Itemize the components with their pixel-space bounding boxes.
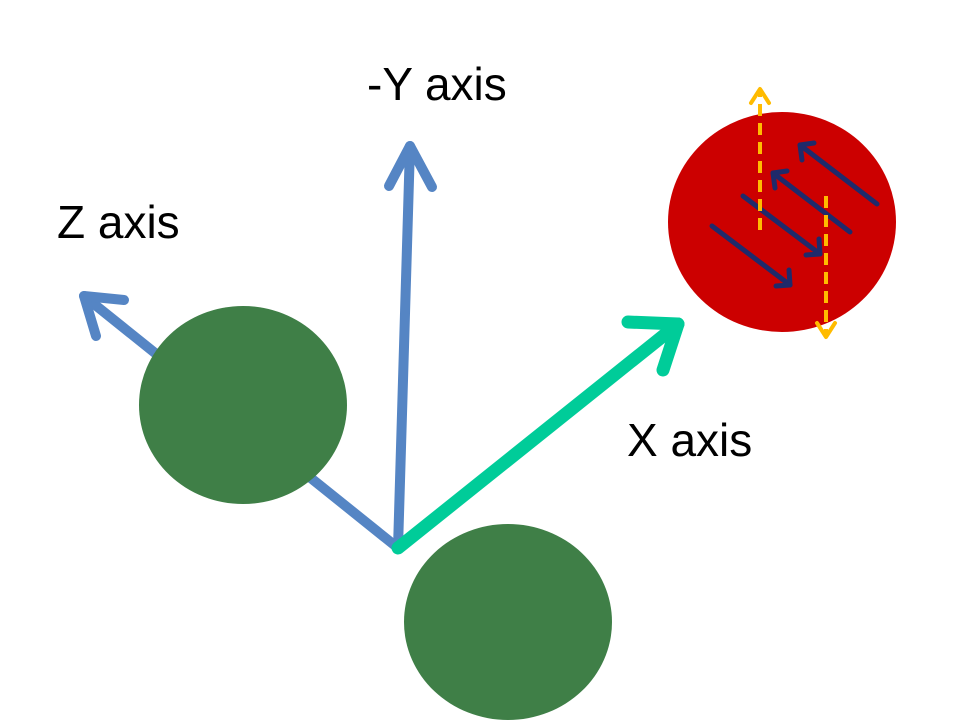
- neg-y-axis-arrow: [384, 141, 437, 553]
- dark-arrow-4: [797, 140, 880, 207]
- dashed-arrow-up: [749, 87, 771, 230]
- x-axis-label: X axis: [627, 414, 752, 466]
- dark-arrow-2: [740, 193, 823, 258]
- z-axis-label: Z axis: [57, 196, 180, 248]
- x-axis-arrow: [391, 315, 685, 555]
- dark-arrow-3: [770, 168, 853, 235]
- red-circle: [668, 112, 896, 332]
- green-circle-left: [139, 306, 347, 504]
- dashed-arrow-down: [815, 196, 837, 339]
- neg-y-axis-label: -Y axis: [367, 58, 507, 110]
- green-circle-bottom: [404, 524, 612, 720]
- dark-arrow-1: [709, 223, 793, 289]
